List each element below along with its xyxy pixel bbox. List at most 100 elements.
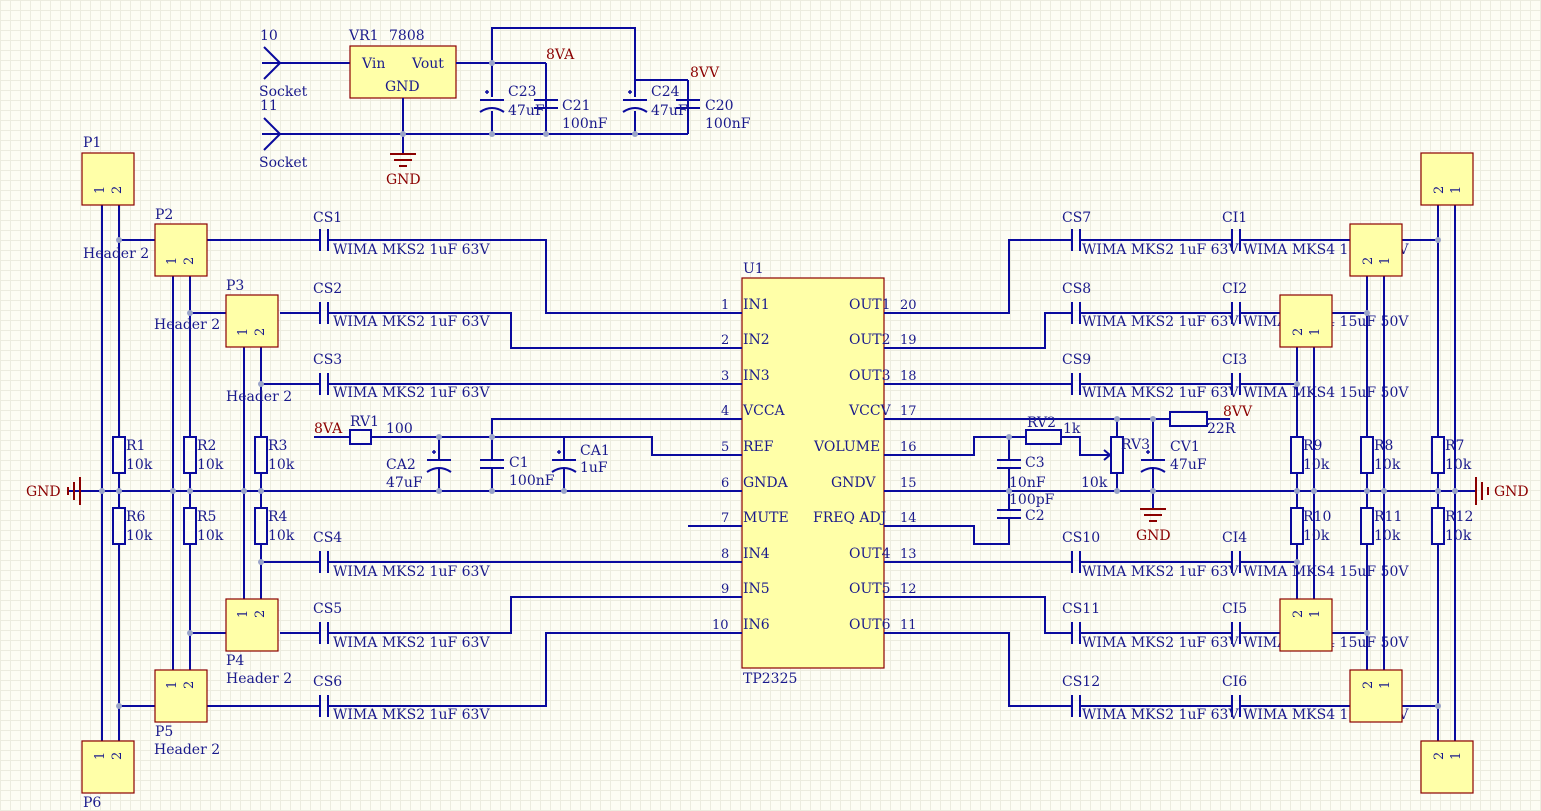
cs6-ref: CS6 [313,674,342,690]
header-p4-pin1: 1 [236,610,251,618]
pin-10-num: 10 [712,618,729,633]
input-section: CS1 WIMA MKS2 1uF 63V CS2 WIMA MKS2 1uF … [26,205,688,742]
rv2-value: 1k [1063,421,1081,437]
pin-12-label: OUT5 [849,581,891,597]
pin-18-num: 18 [900,369,917,384]
header-p2-ref: P2 [155,207,173,223]
pin-1-num: 1 [721,298,729,313]
net-8vv-top: 8VV [690,65,720,81]
header-p1-pin2: 2 [110,186,125,194]
socket-10-pin: 10 [260,28,278,44]
pin-16-num: 16 [900,440,917,455]
c20-ref: C20 [705,98,734,114]
pin-10-label: IN6 [743,617,770,633]
header-out3-pin2: 2 [1291,328,1306,336]
header-p3-ref: P3 [226,278,244,294]
power-supply-section: 10 Socket 11 Socket VR1 7808 Vin Vout GN… [259,27,751,188]
regulator-vout-label: Vout [411,56,444,72]
c21-value: 100nF [562,116,608,132]
pin-11-label: OUT6 [849,617,891,633]
ca2-ref: CA2 [386,457,416,473]
pin-1-label: IN1 [743,297,770,313]
header-p6-pin2: 2 [110,752,125,760]
header-p4-desc: Header 2 [226,671,292,687]
pin-5-label: REF [743,439,774,455]
r7-value: 10k [1445,457,1472,473]
r22-resistor [1169,411,1208,427]
header-out2-pin1: 1 [1378,257,1393,265]
pin-14-label: FREQ ADJ [813,510,886,526]
c23-value: 47uF [508,103,545,119]
ci3-ref: CI3 [1222,352,1247,368]
ci4-ref: CI4 [1222,530,1247,546]
pin-7-label: MUTE [743,510,789,526]
regulator-ref: VR1 [348,28,379,44]
r10-value: 10k [1303,528,1330,544]
pin-18-label: OUT3 [849,368,891,384]
header-out-ch6: 2 1 [1349,669,1403,723]
cs8-ref: CS8 [1062,281,1091,297]
r4-ref: R4 [268,509,288,525]
ci6-ref: CI6 [1222,674,1247,690]
r3-ref: R3 [268,438,287,454]
header-p4-pin2: 2 [253,610,268,618]
cs9-ref: CS9 [1062,352,1091,368]
cs2-ref: CS2 [313,281,342,297]
header-out-ch5: 2 1 [1279,598,1333,652]
r9-ref: R9 [1303,438,1322,454]
ca1-value: 1uF [580,460,608,476]
c21-ref: C21 [562,98,591,114]
c24-ref: C24 [651,84,680,100]
rv1-resistor [349,429,372,445]
cs12-value: WIMA MKS2 1uF 63V [1082,707,1239,723]
regulator-part: 7808 [389,28,425,44]
header-p5-pin2: 2 [182,681,197,689]
header-p5-ref: P5 [155,724,173,740]
cs4-ref: CS4 [313,530,342,546]
r12-ref: R12 [1445,509,1473,525]
header-p3: 1 2 [225,294,279,348]
pin-15-num: 15 [900,476,917,491]
r11-ref: R11 [1374,509,1402,525]
header-p1-ref: P1 [83,135,101,151]
ca1-ref: CA1 [580,443,610,459]
header-p5-pin1: 1 [165,681,180,689]
cs11-value: WIMA MKS2 1uF 63V [1082,635,1239,651]
header-out-ch2: 2 1 [1279,294,1333,348]
r1-ref: R1 [126,438,145,454]
net-8va-left: 8VA [314,421,343,437]
ic-u1: U1 TP2325 1 IN1 2 IN2 3 IN3 4 VCCA 5 REF… [688,261,938,687]
cs7-ref: CS7 [1062,210,1091,226]
r2-value: 10k [197,457,224,473]
cs10-value: WIMA MKS2 1uF 63V [1082,564,1239,580]
ci1-ref: CI1 [1222,210,1247,226]
socket-11-pin: 11 [260,98,278,114]
cv1-ref: CV1 [1170,439,1200,455]
header-p1-pin1: 1 [93,186,108,194]
rv1-value: 100 [386,421,413,437]
net-8vv-right: 8VV [1223,404,1253,420]
pin-9-num: 9 [721,582,729,597]
header-p2-pin2: 2 [182,257,197,265]
gnd-symbol-volume [1140,508,1166,522]
header-p3-pin2: 2 [253,328,268,336]
volume-section: GND 8VV 22R RV2 1k RV3 10k CV1 47uF C3 1… [938,404,1434,545]
header-out-ch1: 2 1 [1349,223,1403,277]
pin-19-num: 19 [900,333,917,348]
gnd-label-left: GND [26,484,61,500]
pin-12-num: 12 [900,582,917,597]
header-p2-desc: Header 2 [154,317,220,333]
pin-7-num: 7 [721,511,729,526]
pin-4-num: 4 [721,404,729,419]
header-p2: 1 2 [154,223,208,277]
ic-body [741,277,885,669]
header-out1-pin1: 1 [1449,186,1464,194]
net-8va-top: 8VA [546,47,575,63]
header-out6-pin2: 2 [1432,752,1447,760]
c2-ref: C2 [1025,508,1045,524]
pin-6-num: 6 [721,476,729,491]
r7-ref: R7 [1445,438,1464,454]
header-out3-pin1: 1 [1308,328,1323,336]
